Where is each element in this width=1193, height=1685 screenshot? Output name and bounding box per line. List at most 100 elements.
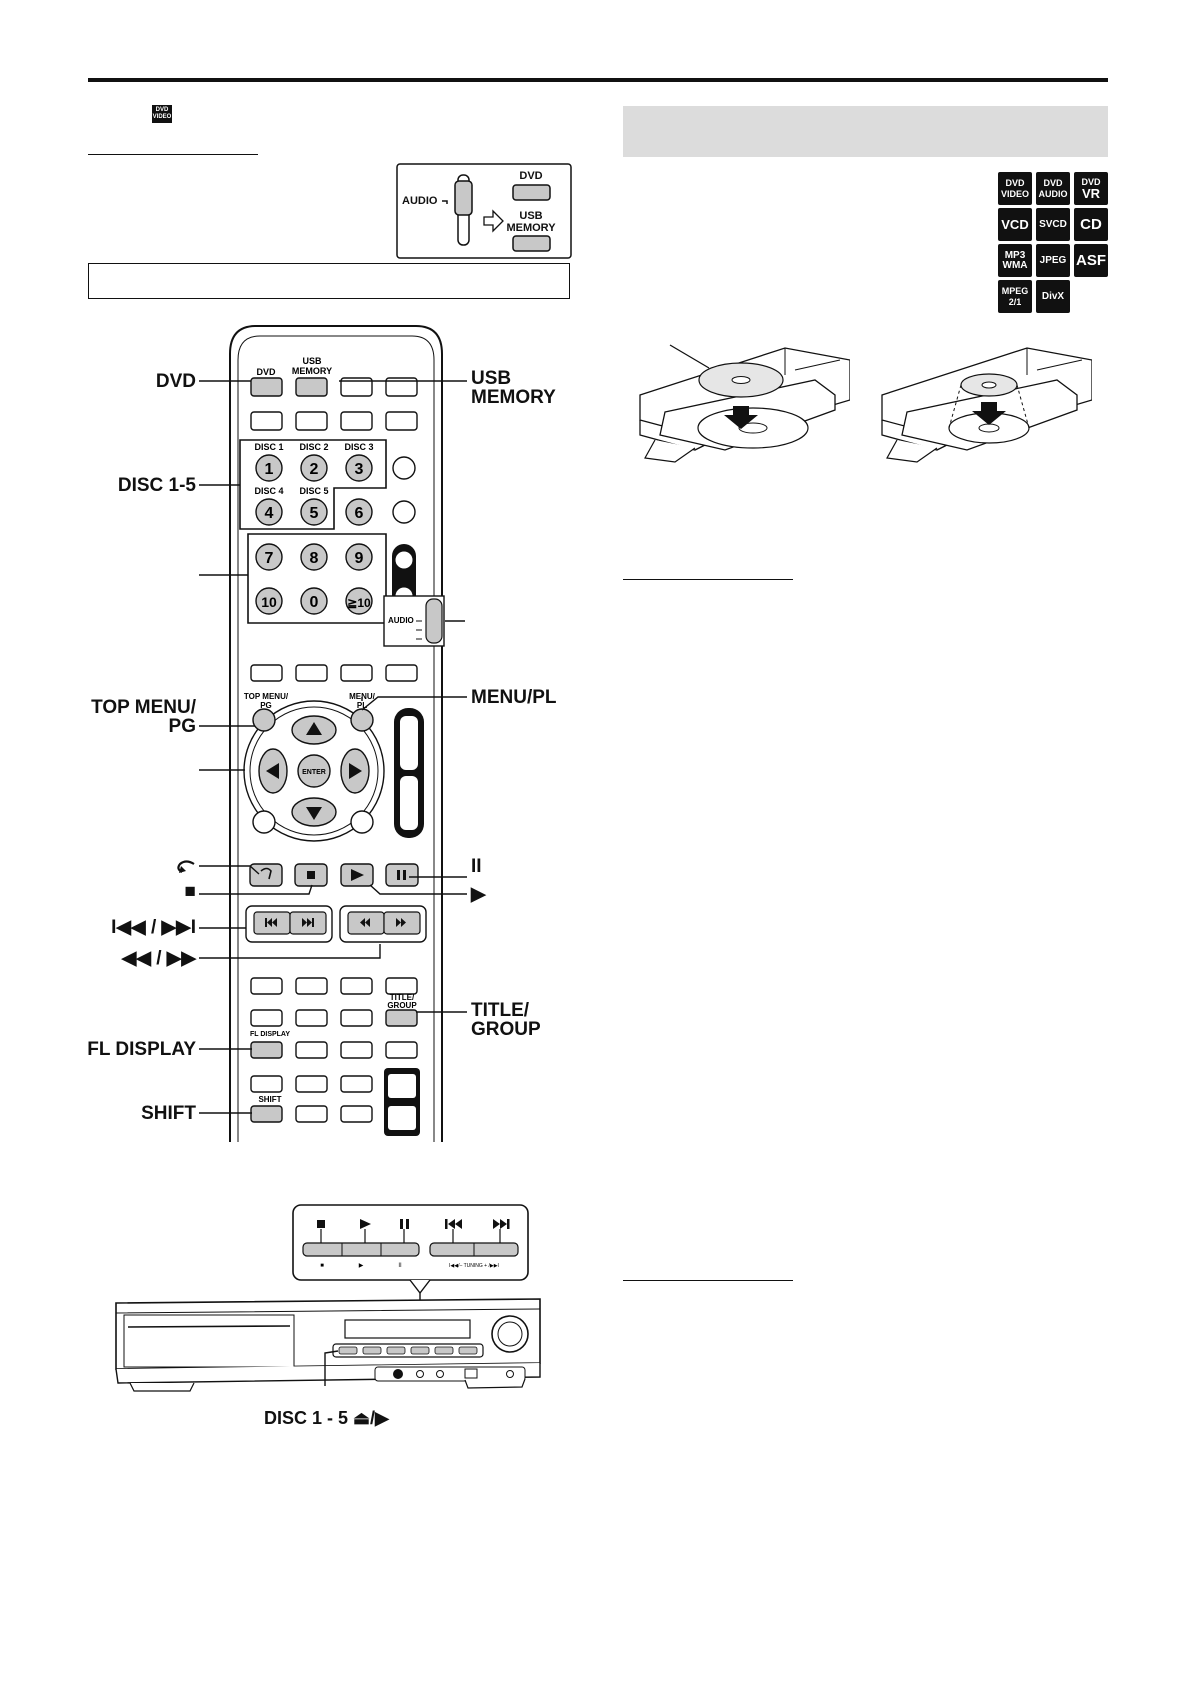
remote-dvd-label: DVD <box>256 367 276 377</box>
disc-tile-line1: ASF <box>1076 252 1106 269</box>
remote-key-ge10-label: ≧10 <box>347 596 371 610</box>
audio-switch-usb-line1: USB <box>519 210 542 222</box>
remote-key-7-label: 7 <box>265 550 274 567</box>
disc-tile-dvd-audio: DVD AUDIO <box>1036 172 1070 205</box>
remote-fl-display-button <box>250 1041 283 1059</box>
panel-pause-label: II <box>398 1263 402 1269</box>
disc-tile-line1: MPEG <box>1001 285 1029 296</box>
remote-menu-label-1: MENU/ <box>349 692 376 701</box>
disc-tile-line2: AUDIO <box>1038 188 1068 199</box>
audio-switch-dvd-label: DVD <box>519 170 542 182</box>
remote-key-2: 2 <box>300 454 328 482</box>
audio-switch-audio-label: AUDIO <box>402 195 438 207</box>
remote-title-label-2: GROUP <box>387 1001 417 1010</box>
remote-key-1-label: 1 <box>265 461 274 478</box>
remote-key-2-label: 2 <box>310 461 319 478</box>
disc-loading-illustration-2 <box>881 347 1092 463</box>
dvd-video-mini-logo: DVD VIDEO <box>152 105 172 123</box>
remote-menu-label-2: PL <box>357 701 367 710</box>
remote-shift-label: SHIFT <box>258 1095 281 1104</box>
top-rule <box>88 78 1108 82</box>
audio-switch-usb-button <box>512 235 551 252</box>
disc-tile-line1: DVD <box>1005 177 1025 188</box>
disc-tile-line1: DivX <box>1041 290 1065 302</box>
remote-title-label-1: TITLE/ <box>390 993 415 1002</box>
callout-title-group-1: TITLE/ <box>471 1000 530 1021</box>
remote-key-8: 8 <box>300 543 328 571</box>
callout-usb-memory-1: USB <box>471 368 512 389</box>
disc-tile-line2: WMA <box>1002 259 1028 271</box>
remote-key-10-label: 10 <box>261 594 277 610</box>
remote-key-3-label: 3 <box>355 461 364 478</box>
disc-tile-line1: CD <box>1080 216 1102 233</box>
disc-tile-dvd-video: DVD VIDEO <box>998 172 1032 205</box>
disc-tile-divx: DivX <box>1036 280 1070 313</box>
disc-tile-line1: VCD <box>1001 217 1029 232</box>
callout-top-menu-1: TOP MENU/ <box>91 697 196 718</box>
remote-key-5-label: 5 <box>310 505 319 522</box>
callout-play: ▶ <box>471 884 486 905</box>
disc-tile-cd: CD <box>1074 208 1108 241</box>
remote-top-menu-button <box>252 708 276 732</box>
disc-tile-line1: DVD <box>1081 176 1101 187</box>
remote-disc5-label: DISC 5 <box>299 486 328 496</box>
remote-enter-button <box>297 754 331 788</box>
callout-usb-memory-2: MEMORY <box>471 387 556 408</box>
disc-tile-line2: 2/1 <box>1008 296 1022 307</box>
remote-key-8-label: 8 <box>310 550 319 567</box>
remote-key-7: 7 <box>255 543 283 571</box>
remote-key-ge10: ≧10 <box>345 587 373 615</box>
disc-tile-jpeg: JPEG <box>1036 244 1070 277</box>
disc-tile-mpeg: MPEG 2/1 <box>998 280 1032 313</box>
note-box <box>88 263 570 299</box>
remote-usb-button <box>295 377 328 397</box>
callout-stop: ■ <box>184 881 196 902</box>
audio-switch-illustration: AUDIO DVD USB MEMORY <box>396 163 572 259</box>
remote-key-9-label: 9 <box>355 550 364 567</box>
panel-play-label: ▶ <box>359 1263 364 1269</box>
remote-key-3: 3 <box>345 454 373 482</box>
callout-dvd: DVD <box>155 371 196 392</box>
remote-dvd-button <box>250 377 283 397</box>
section-rule-right-2 <box>623 1280 793 1281</box>
disc-tile-line2: VR <box>1081 185 1101 201</box>
remote-title-button <box>385 1009 418 1027</box>
disc-loading-illustration-1 <box>639 344 850 463</box>
remote-top-menu-label-1: TOP MENU/ <box>244 692 289 701</box>
remote-key-10: 10 <box>255 587 283 615</box>
callout-disc-1-5: DISC 1-5 <box>117 475 196 496</box>
remote-key-0-label: 0 <box>310 594 319 611</box>
remote-key-5: 5 <box>300 498 328 526</box>
section-header-bar <box>623 106 1108 157</box>
mini-logo-line1: DVD <box>155 107 169 113</box>
callout-shift: SHIFT <box>141 1103 196 1124</box>
disc-tile-mp3-wma: MP3 WMA <box>998 244 1032 277</box>
disc-tile-line1: MP3 <box>1004 249 1026 261</box>
remote-key-4: 4 <box>255 498 283 526</box>
main-unit-illustration: ■ ▶ II I◀◀/– TUNING + /▶▶I <box>115 1204 541 1392</box>
mini-logo-line2: VIDEO <box>152 114 172 120</box>
audio-switch-lever <box>454 180 473 216</box>
remote-key-9: 9 <box>345 543 373 571</box>
remote-disc4-label: DISC 4 <box>254 486 283 496</box>
callout-title-group-2: GROUP <box>471 1019 541 1040</box>
remote-top-menu-label-2: PG <box>260 701 272 710</box>
remote-key-6: 6 <box>345 498 373 526</box>
callout-skip: I◀◀ / ▶▶I <box>111 917 196 938</box>
remote-audio-label: AUDIO <box>388 616 414 625</box>
remote-fl-display-label: FL DISPLAY <box>250 1031 290 1038</box>
remote-return-button <box>249 863 283 887</box>
remote-key-6-label: 6 <box>355 505 364 522</box>
remote-disc2-label: DISC 2 <box>299 442 328 452</box>
section-rule-left <box>88 154 258 155</box>
callout-pause: II <box>471 856 482 877</box>
disc-tile-line1: DVD <box>1043 177 1063 188</box>
section-rule-right-1 <box>623 579 793 580</box>
disc-tile-line1: JPEG <box>1039 254 1067 266</box>
disc-tile-line2: VIDEO <box>1000 188 1029 199</box>
audio-switch-usb-line2: MEMORY <box>506 222 556 234</box>
remote-disc1-label: DISC 1 <box>254 442 283 452</box>
remote-menu-button <box>350 708 374 732</box>
disc-tile-vcd: VCD <box>998 208 1032 241</box>
callout-fl-display: FL DISPLAY <box>87 1039 196 1060</box>
